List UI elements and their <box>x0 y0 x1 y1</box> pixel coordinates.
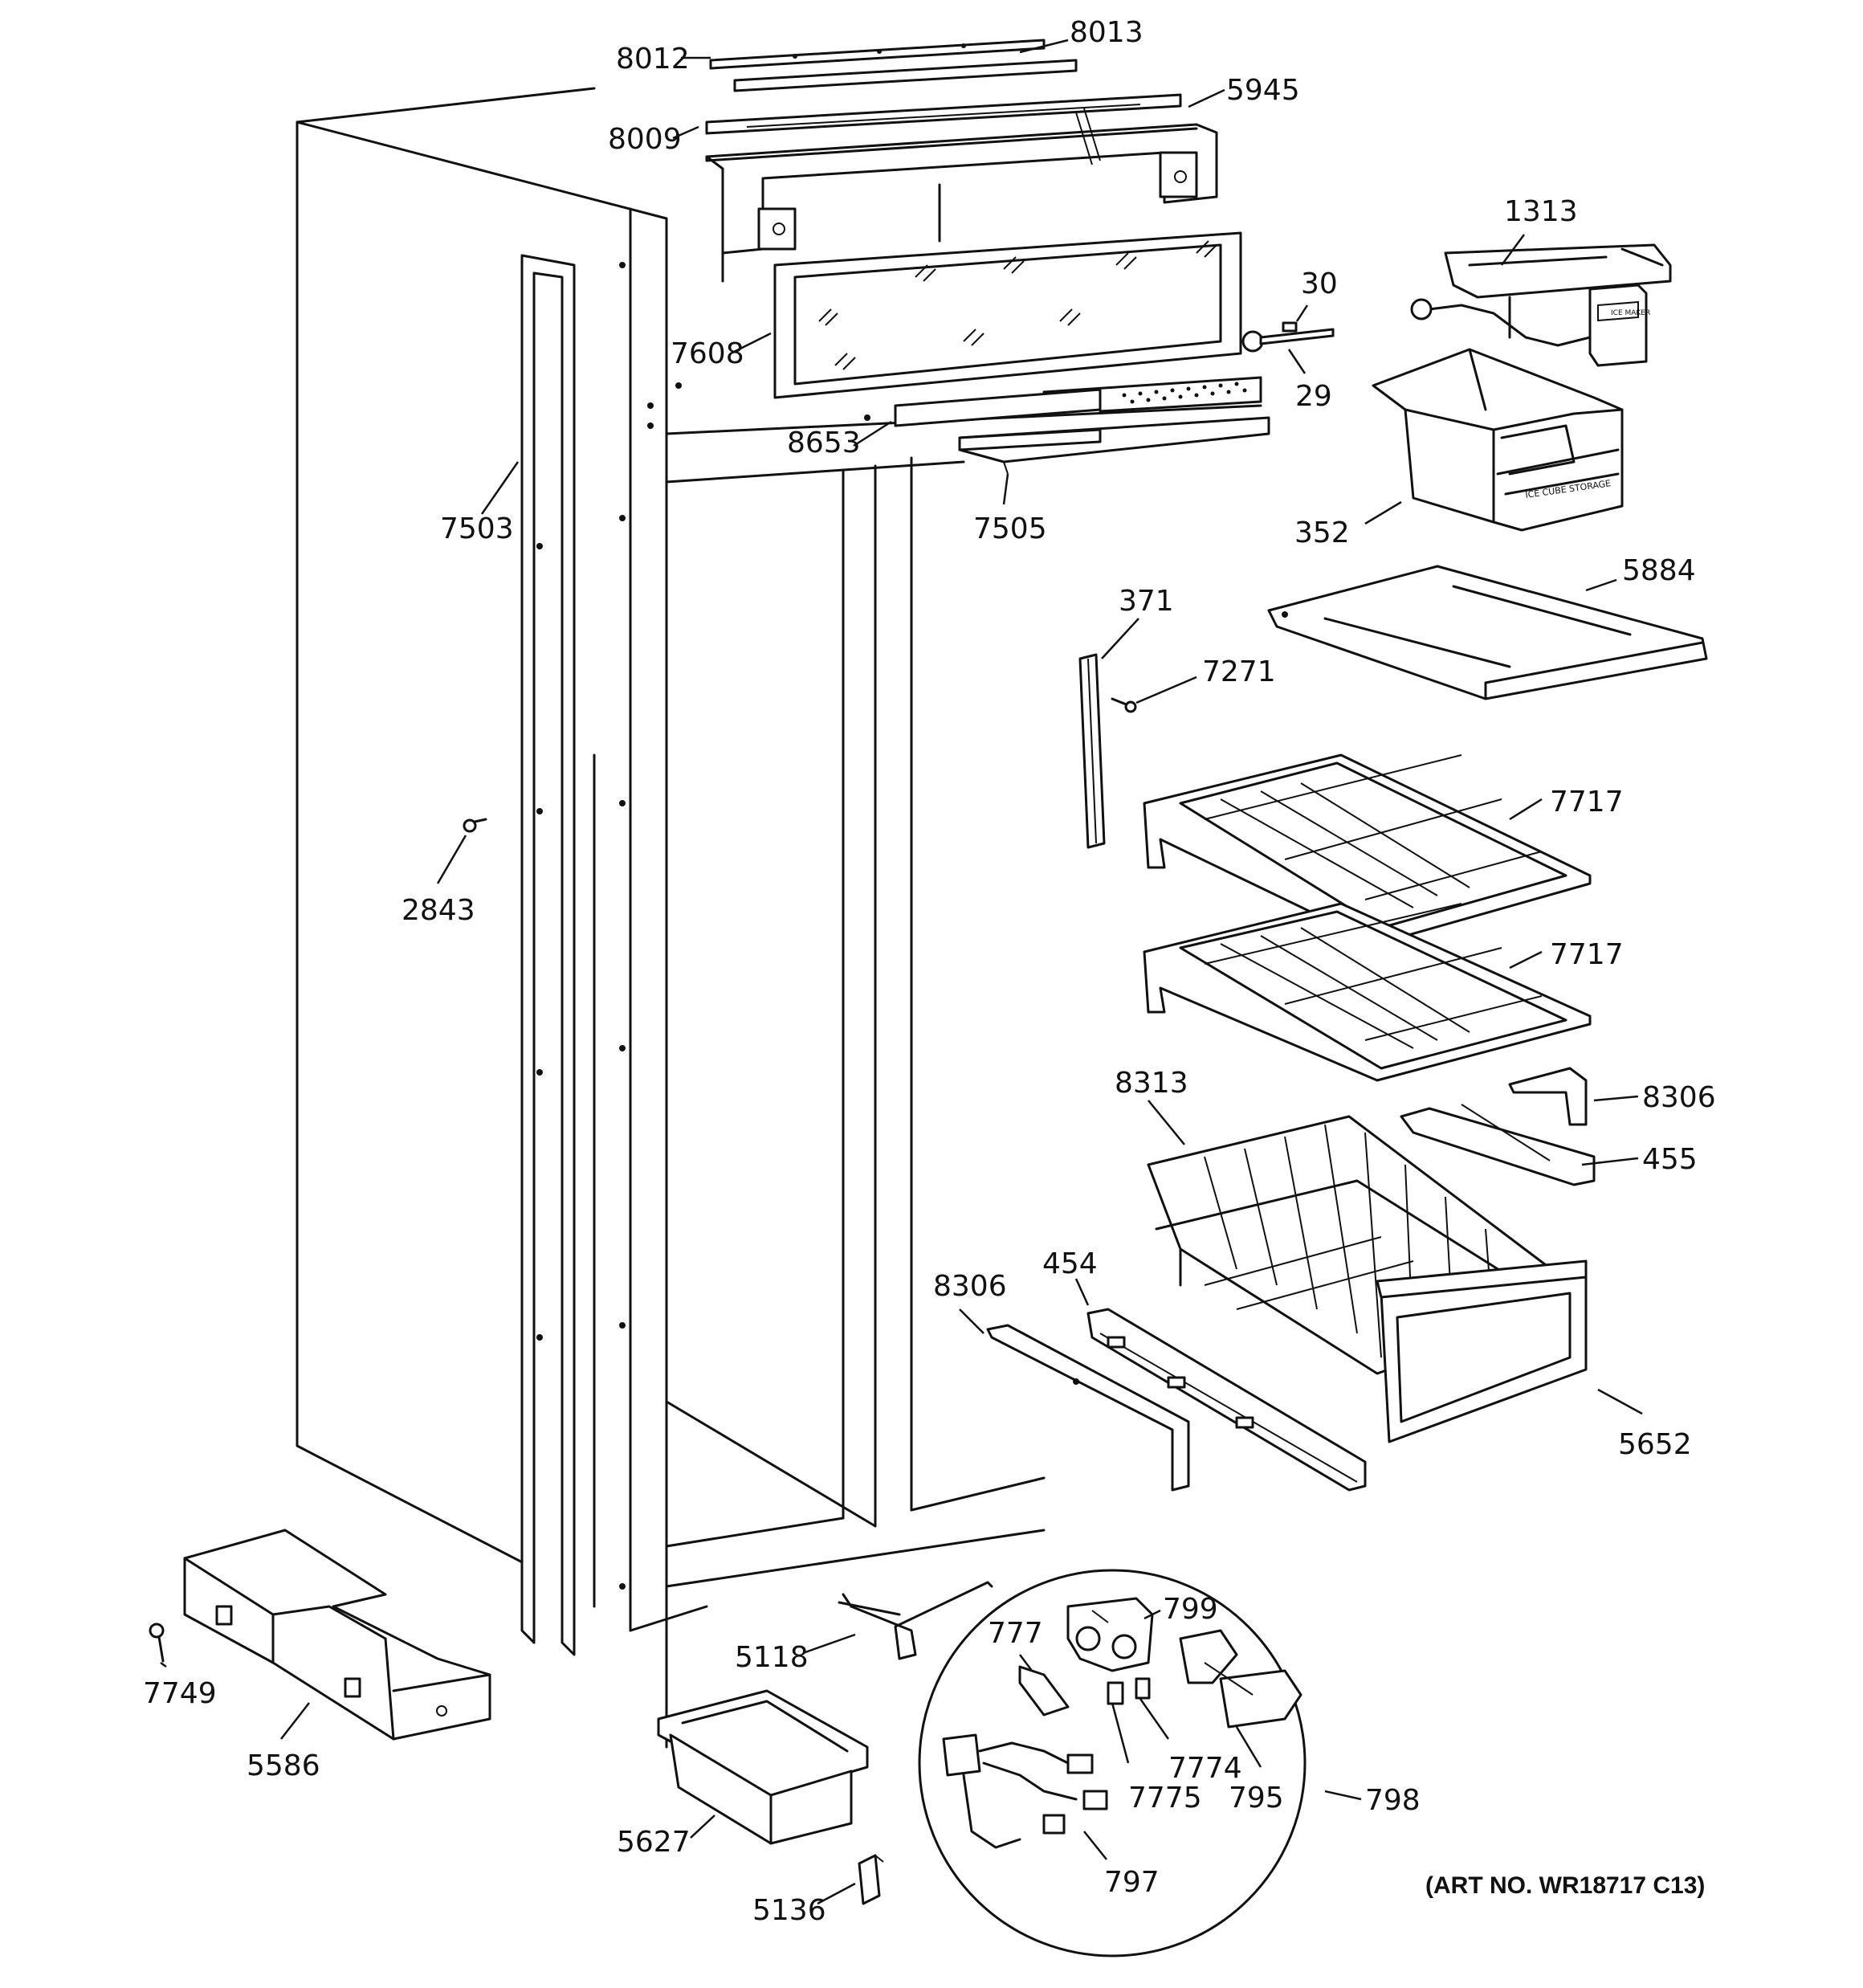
part-371-shelf-bracket <box>1078 653 1106 849</box>
part-8306-right-rail <box>1508 1067 1588 1126</box>
part-5627-pan <box>657 1689 869 1845</box>
label-8306-right: 8306 <box>1642 1081 1716 1114</box>
label-7271: 7271 <box>1202 655 1276 688</box>
label-797: 797 <box>1104 1866 1160 1899</box>
part-5945-header-panel <box>705 108 1218 255</box>
part-5586-control-housing <box>183 1529 491 1741</box>
label-8009: 8009 <box>608 123 682 156</box>
label-7774: 7774 <box>1168 1752 1242 1785</box>
label-795: 795 <box>1229 1782 1284 1815</box>
label-7608: 7608 <box>671 337 744 370</box>
part-5884-shelf-cover <box>1267 565 1708 700</box>
part-8009-top-frame <box>705 93 1182 135</box>
part-8012-top-strip <box>709 39 1046 70</box>
label-7503: 7503 <box>440 512 514 545</box>
part-30-clip <box>1282 321 1298 333</box>
part-352-ice-cube-bin: ICE CUBE STORAGE <box>1372 348 1624 532</box>
part-455-right-slide <box>1400 1104 1596 1186</box>
part-7608-glass-frame <box>773 231 1242 399</box>
part-7505-trim <box>958 416 1270 475</box>
label-352: 352 <box>1294 516 1350 549</box>
label-8313: 8313 <box>1115 1067 1188 1100</box>
label-777: 777 <box>988 1617 1043 1650</box>
part-1313-ice-maker: ICE MAKER <box>1410 243 1672 367</box>
part-29-fill-tube <box>1241 328 1335 353</box>
part-7717-upper-wire-shelf <box>1143 753 1592 945</box>
label-5945: 5945 <box>1226 74 1300 107</box>
label-5652: 5652 <box>1618 1428 1692 1461</box>
label-2843: 2843 <box>402 894 475 927</box>
leader-lines <box>160 39 1643 1905</box>
art-number: (ART NO. WR18717 C13) <box>1425 1872 1705 1899</box>
label-8306-left: 8306 <box>933 1270 1007 1303</box>
label-455: 455 <box>1642 1143 1698 1176</box>
label-7717-lower: 7717 <box>1550 938 1624 971</box>
label-5627: 5627 <box>617 1826 691 1859</box>
ice-maker-text: ICE MAKER <box>1611 309 1650 317</box>
label-7775: 7775 <box>1128 1782 1202 1815</box>
label-799: 799 <box>1163 1593 1218 1626</box>
label-5118: 5118 <box>735 1641 809 1674</box>
part-5652-basket-front <box>1376 1259 1588 1443</box>
part-454-left-slide <box>1086 1308 1367 1492</box>
part-8653-vent-strip <box>894 376 1262 427</box>
part-8306-left-rail <box>986 1324 1190 1492</box>
label-5586: 5586 <box>247 1749 320 1782</box>
label-371: 371 <box>1119 585 1174 618</box>
label-7749: 7749 <box>143 1677 217 1710</box>
part-5118-wire-rod <box>838 1581 993 1660</box>
part-5136-bracket <box>858 1854 884 1905</box>
label-7505: 7505 <box>973 512 1047 545</box>
label-7717-upper: 7717 <box>1550 786 1624 818</box>
label-1313: 1313 <box>1504 195 1578 228</box>
label-30: 30 <box>1301 267 1338 300</box>
label-5136: 5136 <box>752 1894 826 1927</box>
part-2843-screw <box>463 818 487 833</box>
part-7271-screw <box>1111 697 1137 713</box>
label-454: 454 <box>1042 1247 1098 1280</box>
label-5884: 5884 <box>1622 554 1696 587</box>
label-8012: 8012 <box>616 43 690 76</box>
part-798-valve-kit-inset <box>918 1569 1307 1957</box>
label-29: 29 <box>1295 380 1332 413</box>
part-7749-screw <box>149 1623 165 1663</box>
label-8653: 8653 <box>787 427 861 459</box>
part-7717-lower-wire-shelf <box>1143 902 1592 1082</box>
part-7503-strip <box>520 254 576 1656</box>
label-8013: 8013 <box>1070 16 1143 49</box>
part-8013-top-strip <box>733 59 1078 92</box>
label-798: 798 <box>1365 1784 1421 1817</box>
refrigerator-cabinet <box>296 87 1262 1749</box>
part-labels: 8012 8013 5945 8009 1313 30 7608 29 8653… <box>143 16 1716 1927</box>
